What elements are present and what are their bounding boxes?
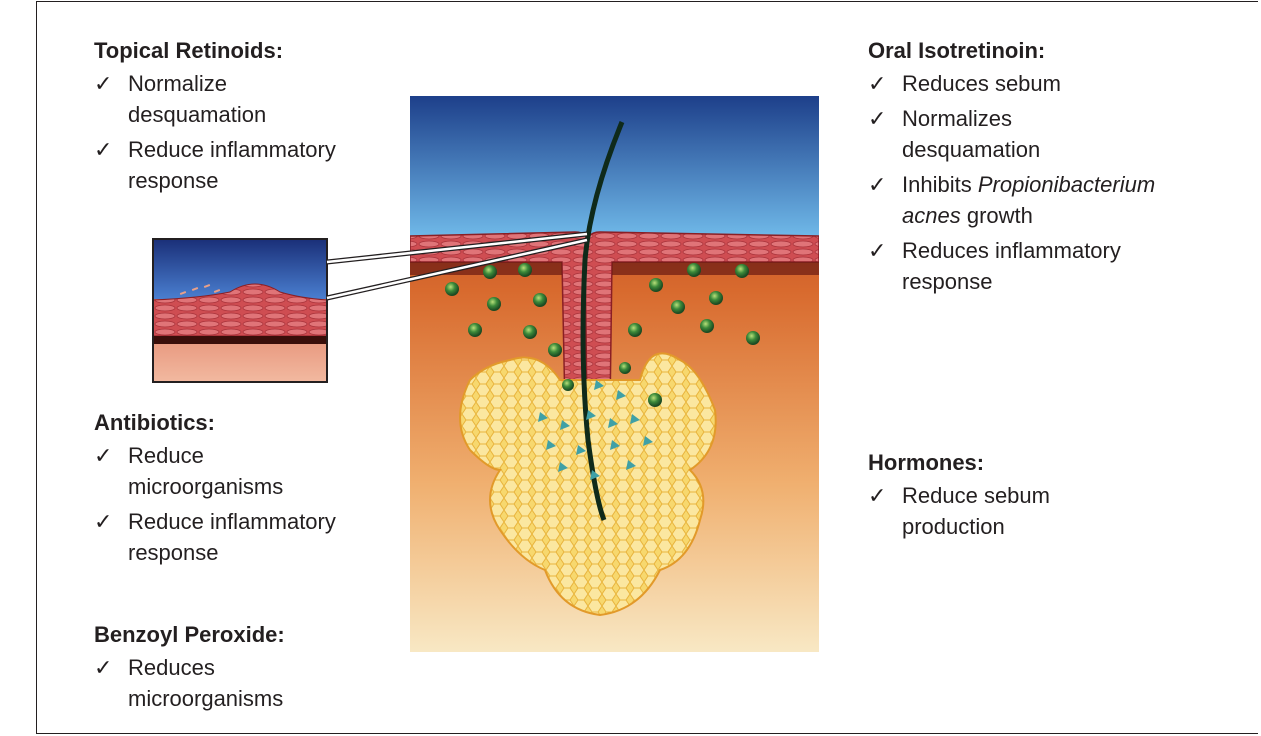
follicle-illustration (410, 96, 819, 652)
skin-surface-inset (153, 239, 327, 382)
